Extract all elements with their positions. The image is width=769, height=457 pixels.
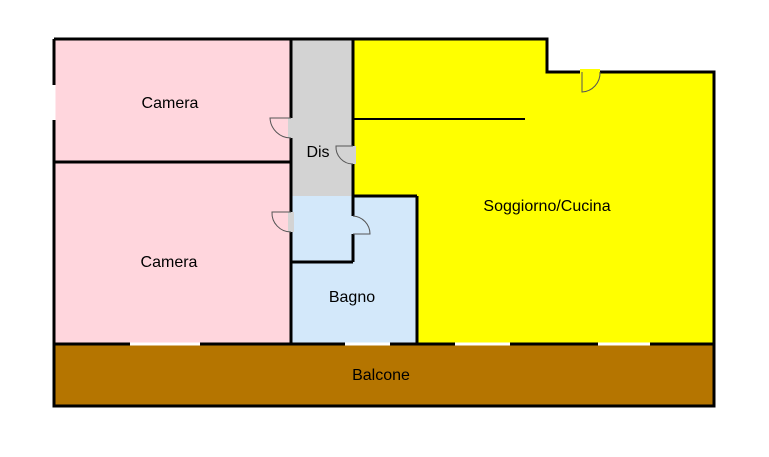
room-camera-lower[interactable] [54, 162, 291, 344]
door-swing-camera-lower[interactable] [271, 211, 292, 233]
outer-wall [52, 37, 716, 408]
door-swing-bagno[interactable] [352, 215, 371, 235]
door-gap-camera-upper [288, 118, 294, 138]
label-camera-upper: Camera [142, 95, 199, 112]
room-camera-upper[interactable] [54, 39, 291, 162]
label-dis: Dis [306, 144, 329, 161]
room-balcone[interactable] [54, 344, 714, 406]
label-balcone: Balcone [352, 367, 410, 384]
door-swing-soggiorno[interactable] [335, 145, 354, 165]
label-soggiorno-cucina: Soggiorno/Cucina [483, 198, 610, 215]
door-swing-entrance[interactable] [581, 71, 601, 93]
door-gap-soggiorno [350, 146, 356, 164]
room-soggiorno-cucina[interactable] [353, 39, 714, 344]
door-gap-camera-lower [288, 212, 294, 232]
door-gap-bagno [350, 216, 356, 234]
door-gap-entrance [580, 69, 600, 75]
label-bagno: Bagno [329, 289, 375, 306]
label-camera-lower: Camera [141, 254, 198, 271]
door-swing-camera-upper[interactable] [269, 117, 292, 139]
